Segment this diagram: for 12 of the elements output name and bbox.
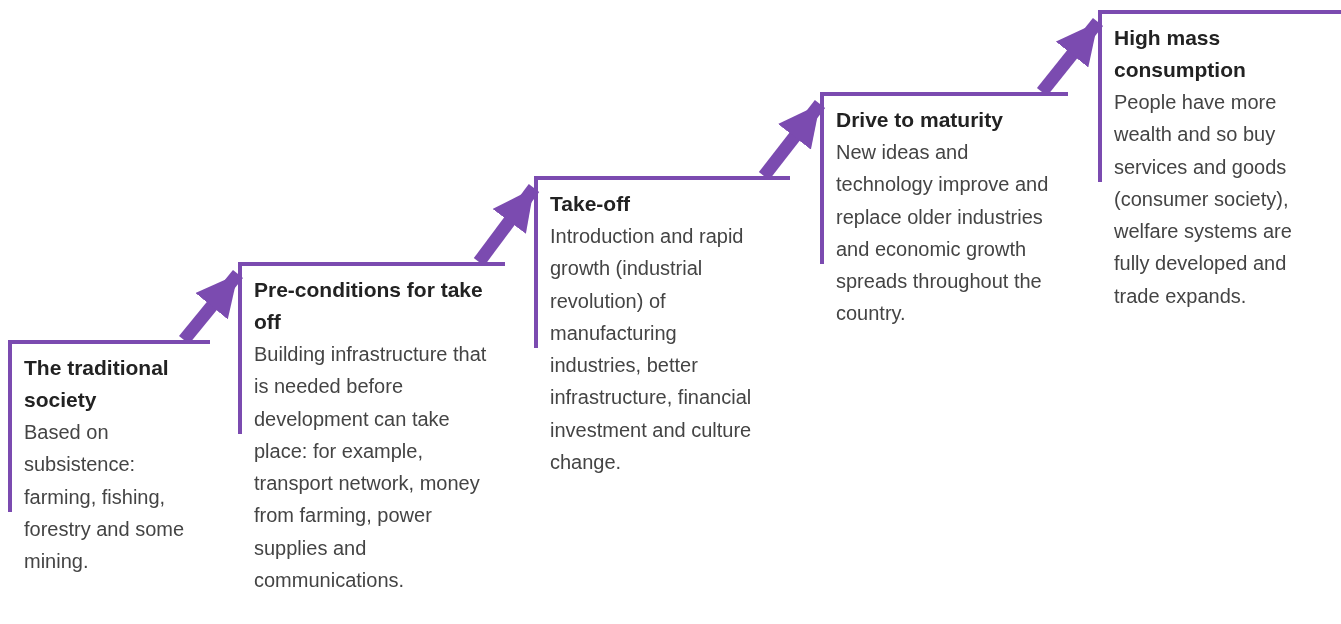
stage-description: Building infrastructure that is needed before development can take place: for example, transport network, money from farming, power supplies and communications. [254,342,488,594]
stage-heading: High mass consumption [1114,25,1247,83]
stage-description: New ideas and technology improve and replace older industries and economic growth spreads throughout the country. [836,140,1050,327]
stage-description: Based on subsistence: farming, fishing, forestry and some mining. [24,420,186,575]
stage-panel [534,176,790,476]
stage-description: People have more wealth and so buy services and goods (consumer society), welfare systems are fully developed and trade expands. [1114,90,1293,309]
stage-panel [1098,10,1341,310]
stage-heading: Pre-conditions for take off [254,277,484,335]
stage-description: Introduction and rapid growth (industrial revolution) of manufacturing industries, better infrastructure, financial investment and culture change. [550,224,753,476]
stage-heading: Take-off [550,191,632,217]
stage-heading: Drive to maturity [836,107,1004,133]
stage-heading: The traditional society [24,355,170,413]
